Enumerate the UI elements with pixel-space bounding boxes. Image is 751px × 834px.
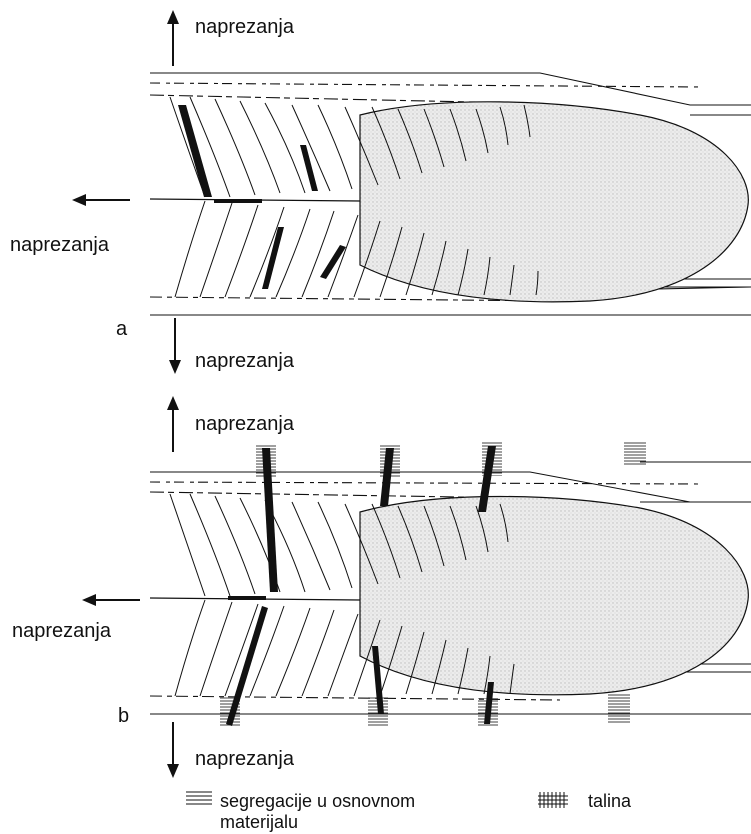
- stress-label-bottom-a: naprezanja: [195, 350, 294, 372]
- panel-letter-a: a: [116, 318, 127, 341]
- segregation-legend-icon: [186, 790, 212, 806]
- panel-letter-b: b: [118, 705, 129, 728]
- stress-arrow-down-b: [165, 722, 181, 780]
- stress-label-left-a: naprezanja: [10, 234, 109, 256]
- weld-diagram-b: [0, 442, 751, 732]
- weld-pool-b: [360, 497, 748, 695]
- stress-label-top-b: naprezanja: [195, 413, 294, 435]
- melt-legend-icon: [538, 792, 568, 808]
- stress-arrow-up: [165, 10, 181, 68]
- stress-label-left-b: naprezanja: [12, 620, 111, 642]
- stress-label-bottom-b: naprezanja: [195, 748, 294, 770]
- stress-label-top: naprezanja: [195, 16, 294, 38]
- weld-pool-a: [360, 102, 748, 302]
- stress-arrow-down-a: [167, 318, 183, 376]
- stress-arrow-left-a: [72, 192, 132, 208]
- legend-segregation-label: segregacije u osnovnom materijalu: [220, 791, 480, 833]
- stress-arrow-left-b: [82, 592, 142, 608]
- legend-melt-label: talina: [588, 791, 631, 812]
